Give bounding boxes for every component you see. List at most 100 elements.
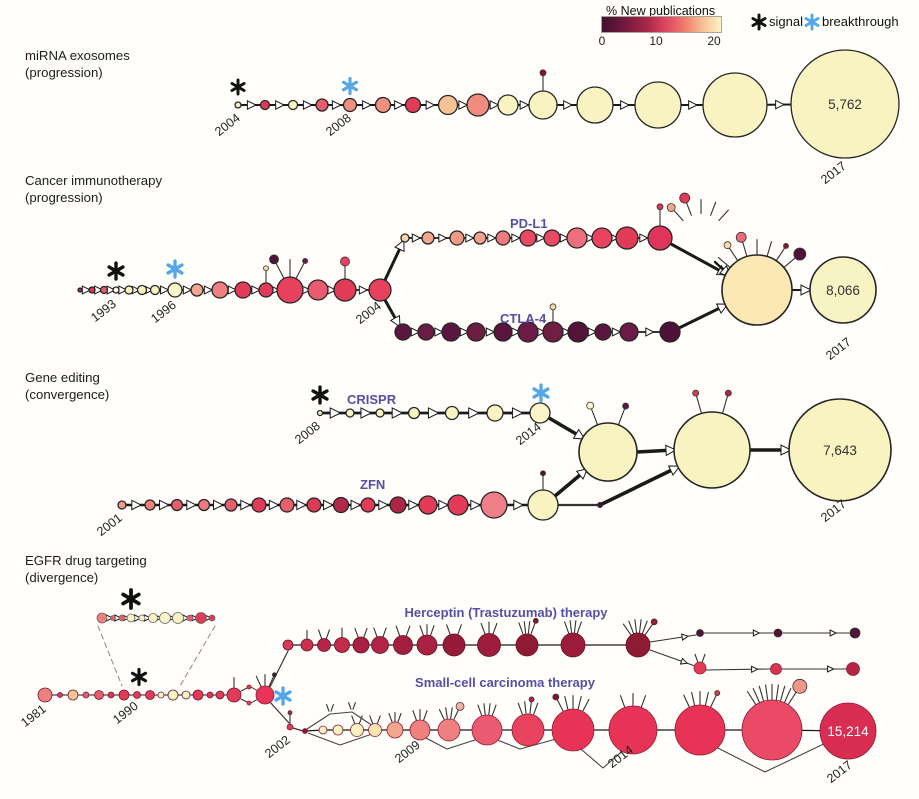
asterisk-marker (311, 389, 329, 401)
node (442, 633, 466, 657)
node (251, 497, 267, 513)
asterisk-marker (341, 80, 359, 92)
node (477, 633, 501, 657)
node (259, 99, 271, 111)
small-arrowhead (681, 633, 690, 641)
node (118, 689, 130, 701)
year-label: 1990 (110, 699, 141, 727)
branch-arrowhead (715, 303, 729, 314)
satellite-pin (569, 620, 573, 634)
cluster-node (673, 411, 751, 489)
node (693, 661, 707, 675)
node (124, 285, 134, 295)
satellite-pin (348, 702, 352, 710)
node (167, 689, 179, 701)
node (368, 723, 382, 737)
node (421, 231, 435, 245)
colorbar-gradient (601, 16, 722, 33)
satellite-pin (430, 625, 435, 636)
node (286, 723, 294, 731)
satellite-ball (793, 247, 807, 261)
chain-arrowhead (213, 499, 224, 511)
node (206, 691, 214, 699)
panel-3-topic: Gene editing (25, 370, 100, 385)
colorbar-tick-0: 0 (598, 34, 606, 48)
node (307, 279, 329, 301)
satellite-pin (775, 684, 779, 701)
chain-arrowhead (519, 99, 530, 111)
satellite-pin (717, 256, 731, 268)
chain-arrowhead (645, 327, 655, 337)
asterisk-marker (230, 82, 246, 92)
satellite-pin (701, 653, 706, 663)
satellite-pin (450, 707, 453, 720)
node (374, 96, 392, 114)
chain-arrowhead (489, 99, 500, 111)
satellite-ball (679, 192, 691, 204)
satellite-pin (325, 629, 331, 639)
node (300, 638, 314, 652)
branch-arrowhead (780, 444, 793, 456)
satellite-pin (491, 704, 497, 716)
node (741, 699, 803, 761)
satellite-pin (673, 209, 684, 222)
panel-2-title: Cancer immunotherapy (progression) (25, 173, 162, 206)
node (566, 227, 588, 249)
node (133, 691, 141, 699)
satellite-ball (287, 710, 293, 716)
chain-arrowhead (131, 499, 143, 511)
link-line (240, 698, 248, 703)
node (226, 687, 242, 703)
chain-arrowhead (182, 285, 193, 295)
node (594, 323, 612, 341)
node (350, 723, 364, 737)
small-arrowhead (751, 665, 759, 674)
node (316, 409, 324, 417)
year-label: 1981 (18, 702, 49, 730)
chain-arrowhead (513, 499, 525, 511)
year-label: 2004 (212, 111, 243, 139)
node (195, 612, 207, 624)
node (186, 614, 194, 622)
node (110, 615, 116, 621)
satellite-ball (783, 243, 789, 249)
node (409, 719, 431, 741)
satellite-ball (539, 69, 547, 77)
satellite-pin (691, 691, 696, 706)
node (144, 499, 156, 511)
chain-arrowhead (251, 285, 261, 295)
satellite-pin (480, 622, 486, 635)
node (234, 281, 252, 299)
satellite-pin (438, 709, 445, 721)
satellite-ball (532, 617, 539, 624)
satellite-ball (586, 401, 595, 410)
satellite-pin (369, 715, 374, 724)
satellite-pin (741, 241, 748, 257)
node (371, 636, 389, 654)
satellite-pin (573, 620, 577, 634)
chain-arrowhead (427, 407, 440, 419)
chain-arrowhead (511, 233, 521, 243)
satellite-pin (556, 698, 564, 712)
chain-arrowhead (329, 407, 342, 419)
node (145, 690, 155, 700)
node (96, 612, 108, 624)
satellite-pin (530, 622, 536, 635)
satellite-pin (564, 695, 569, 710)
satellite-pin (445, 707, 448, 720)
node (99, 285, 109, 295)
chain-arrowhead (275, 99, 286, 111)
satellite-pin (492, 622, 498, 635)
node (696, 629, 704, 637)
satellite-pin (382, 627, 387, 638)
node (117, 500, 127, 510)
satellite-pin (533, 702, 539, 716)
node (466, 322, 486, 342)
small-arrowhead (679, 657, 689, 665)
chain-arrowhead (394, 99, 405, 111)
branch-label-ctla4: CTLA-4 (500, 311, 547, 326)
link-line (705, 668, 771, 671)
node (345, 408, 355, 418)
node (417, 323, 435, 341)
satellite-pin (477, 704, 483, 716)
